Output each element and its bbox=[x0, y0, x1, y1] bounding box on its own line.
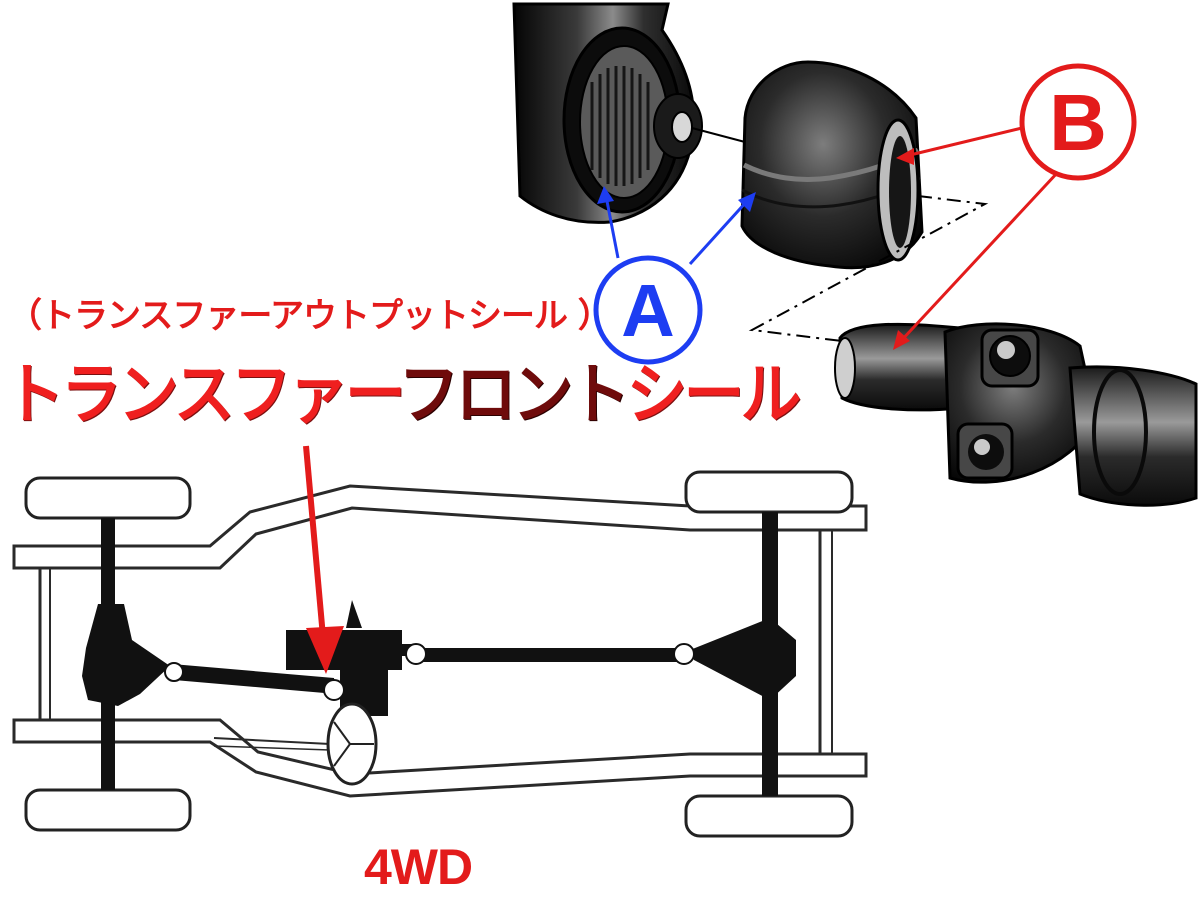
wheel-rear-right bbox=[684, 794, 854, 838]
transfer-case-icon bbox=[286, 600, 414, 716]
transfer-seal-pointer bbox=[303, 445, 344, 674]
wheel-front-right bbox=[24, 788, 192, 832]
headline-part-front: フロント bbox=[398, 356, 630, 433]
headline-part-seal: シール bbox=[626, 356, 802, 433]
marker-b: B bbox=[893, 63, 1137, 350]
wheel-rear-left bbox=[684, 470, 854, 514]
marker-b-circle bbox=[1019, 63, 1137, 181]
headline-label: トランスファーフロントシール bbox=[4, 362, 801, 428]
output-shaft-icon bbox=[512, 2, 746, 224]
marker-b-label: B bbox=[1049, 78, 1107, 167]
marker-a-circle bbox=[593, 255, 703, 365]
headline-part-transfer: トランスファー bbox=[4, 356, 402, 433]
steering-wheel-icon bbox=[213, 702, 378, 786]
subtitle-label: （トランスファーアウトプットシール ） bbox=[8, 296, 612, 336]
universal-joint-icon bbox=[834, 322, 1198, 507]
seal-cup-icon bbox=[740, 60, 989, 343]
marker-a-label: A bbox=[621, 269, 674, 352]
chassis-diagram-icon bbox=[12, 470, 868, 838]
marker-a: A bbox=[593, 186, 756, 365]
wheel-front-left bbox=[24, 476, 192, 520]
drive-type-label: 4WD bbox=[364, 839, 473, 895]
